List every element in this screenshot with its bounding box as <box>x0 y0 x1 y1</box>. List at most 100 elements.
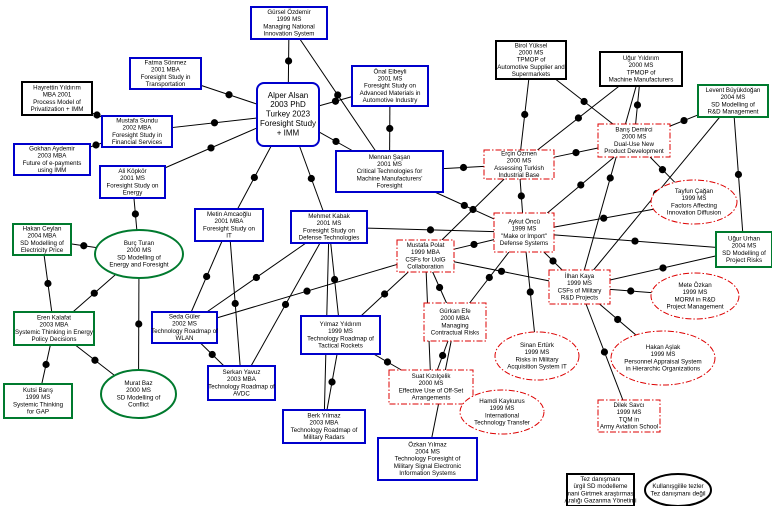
node-label-line: Aykut Öncü <box>508 219 540 226</box>
edge-marker-mustafa_s-alper <box>210 119 219 127</box>
node-label-line: Ali Köpkör <box>118 168 146 175</box>
node-label-line: Alper Alsan <box>268 91 308 100</box>
node-label-line: Product Development <box>604 148 664 155</box>
node-label-line: Hakan Ceylan <box>23 226 62 233</box>
node-label-line: Foresight Study on <box>203 225 255 232</box>
node-label-line: mani Girtmek araştırması <box>566 490 636 497</box>
node-label-line: Army Aviation School <box>600 423 658 430</box>
edge-marker-hakan_c-burc <box>80 242 88 250</box>
node-label-line: 2000 MS <box>507 158 532 165</box>
node-frame <box>3 383 73 419</box>
edge-marker-aykut-ilhan <box>549 257 557 265</box>
edge-marker-hakan_c-eren <box>44 279 52 288</box>
node-frame <box>282 409 366 444</box>
node-label-line: Managing <box>441 322 469 329</box>
node-label-line: 1999 MS <box>26 394 51 401</box>
node-label-line: Machine Manufacturers' <box>357 175 423 182</box>
node-frame <box>459 389 545 435</box>
node-frame <box>351 65 429 107</box>
node-label-line: Mustafa Sundu <box>116 118 158 125</box>
node-label-line: Murat Baz <box>124 380 152 387</box>
edge-marker-ercin-aykut <box>517 192 525 200</box>
node-label-line: Military Signal Electronic <box>394 463 461 470</box>
node-label-line: Özkan Yılmaz <box>408 442 446 449</box>
node-label-line: 2003 MBA <box>227 376 257 383</box>
node-label-line: Arrangements <box>412 394 451 401</box>
edge-marker-mennan-aykut <box>460 201 468 210</box>
node-label-line: Collaboration <box>407 263 444 270</box>
node-label-line: 2000 MS <box>419 380 444 387</box>
node-label-line: SD Modelling of <box>711 101 755 108</box>
node-label-line: ürgil SD modelleme <box>574 483 629 490</box>
node-label-line: SD Modelling of <box>117 394 161 401</box>
node-frame <box>495 40 567 80</box>
node-label-line: Technology Transfer <box>474 419 530 426</box>
node-label-line: 1999 MS <box>683 289 708 296</box>
node-label-line: Aralığı Gazanma Yönetimi <box>564 497 636 504</box>
node-label-line: Birol Yüksel <box>515 43 548 50</box>
edge-marker-ugur_y-ilhan <box>606 174 614 182</box>
node-label-line: Hamdi Kaykurus <box>479 398 524 405</box>
edge-marker-ercin-mustafa_p <box>469 205 477 214</box>
node-frame <box>548 269 611 305</box>
node-label-line: 1999 MS <box>490 405 515 412</box>
node-label-line: SD Modelling of <box>20 240 64 247</box>
edge-marker-ugur_y-ercin <box>574 114 583 122</box>
node-label-line: Critical Technologies for <box>357 168 423 175</box>
edge-marker-birol-baris <box>580 97 588 106</box>
node-label-line: Effective Use of Off-Set <box>399 387 464 394</box>
node-label-line: IT <box>226 232 232 239</box>
node-label-line: 2001 MS <box>377 161 402 168</box>
node-label-line: 2001 MBA <box>215 218 245 225</box>
node-label-line: Mehmet Kabak <box>308 213 351 220</box>
node-label-line: using IMM <box>38 167 67 174</box>
node-label-line: Tactical Rockets <box>318 342 363 349</box>
node-label-line: 1999 MS <box>682 195 707 202</box>
node-label-line: Contractual Risks <box>431 329 480 336</box>
node-label-line: Technology Roadmap of <box>208 383 275 390</box>
node-label-line: Uğur Yıldırım <box>623 55 659 62</box>
edge-marker-mustafa_p-gurkan <box>435 283 444 292</box>
edge-marker-ilhan-hakan_a <box>614 315 622 324</box>
node-label-line: Military Radars <box>303 434 344 441</box>
node-label-line: Foresight Study in <box>141 74 191 81</box>
node-frame <box>644 473 712 506</box>
edge-marker-aykut-gurkan <box>485 273 493 282</box>
node-frame <box>129 57 202 90</box>
node-label-line: Mustafa Polat <box>407 242 445 249</box>
node-label-line: Gürsel Özdemir <box>267 9 310 16</box>
node-frame <box>423 302 487 342</box>
node-label-line: Foresight Study <box>260 119 316 128</box>
node-label-line: Policy Decisions <box>31 336 76 343</box>
node-label-line: Gürkan Efe <box>439 308 471 315</box>
node-label-line: 2001 MBA <box>151 67 181 74</box>
edge-marker-alper-metin <box>250 173 258 182</box>
node-label-line: Dilek Savcı <box>614 402 645 409</box>
node-frame <box>483 149 555 180</box>
edge-marker-aykut-ugur_u <box>631 237 639 245</box>
node-label-line: Industrial Base <box>499 172 540 179</box>
edge-marker-gursel-mennan <box>334 91 342 99</box>
node-label-line: Energy <box>123 189 144 196</box>
edge-marker-aykut-sinan <box>526 288 534 296</box>
edge-marker-mennan-ercin <box>459 163 468 172</box>
node-frame <box>493 212 555 253</box>
edge-marker-metin-seda <box>203 272 211 281</box>
edge-marker-metin-serkan <box>231 299 239 308</box>
node-label-line: Sinan Ertürk <box>520 342 555 349</box>
node-label-line: TPMOP of <box>627 69 656 76</box>
edge-marker-gurkan-suat <box>439 351 447 360</box>
